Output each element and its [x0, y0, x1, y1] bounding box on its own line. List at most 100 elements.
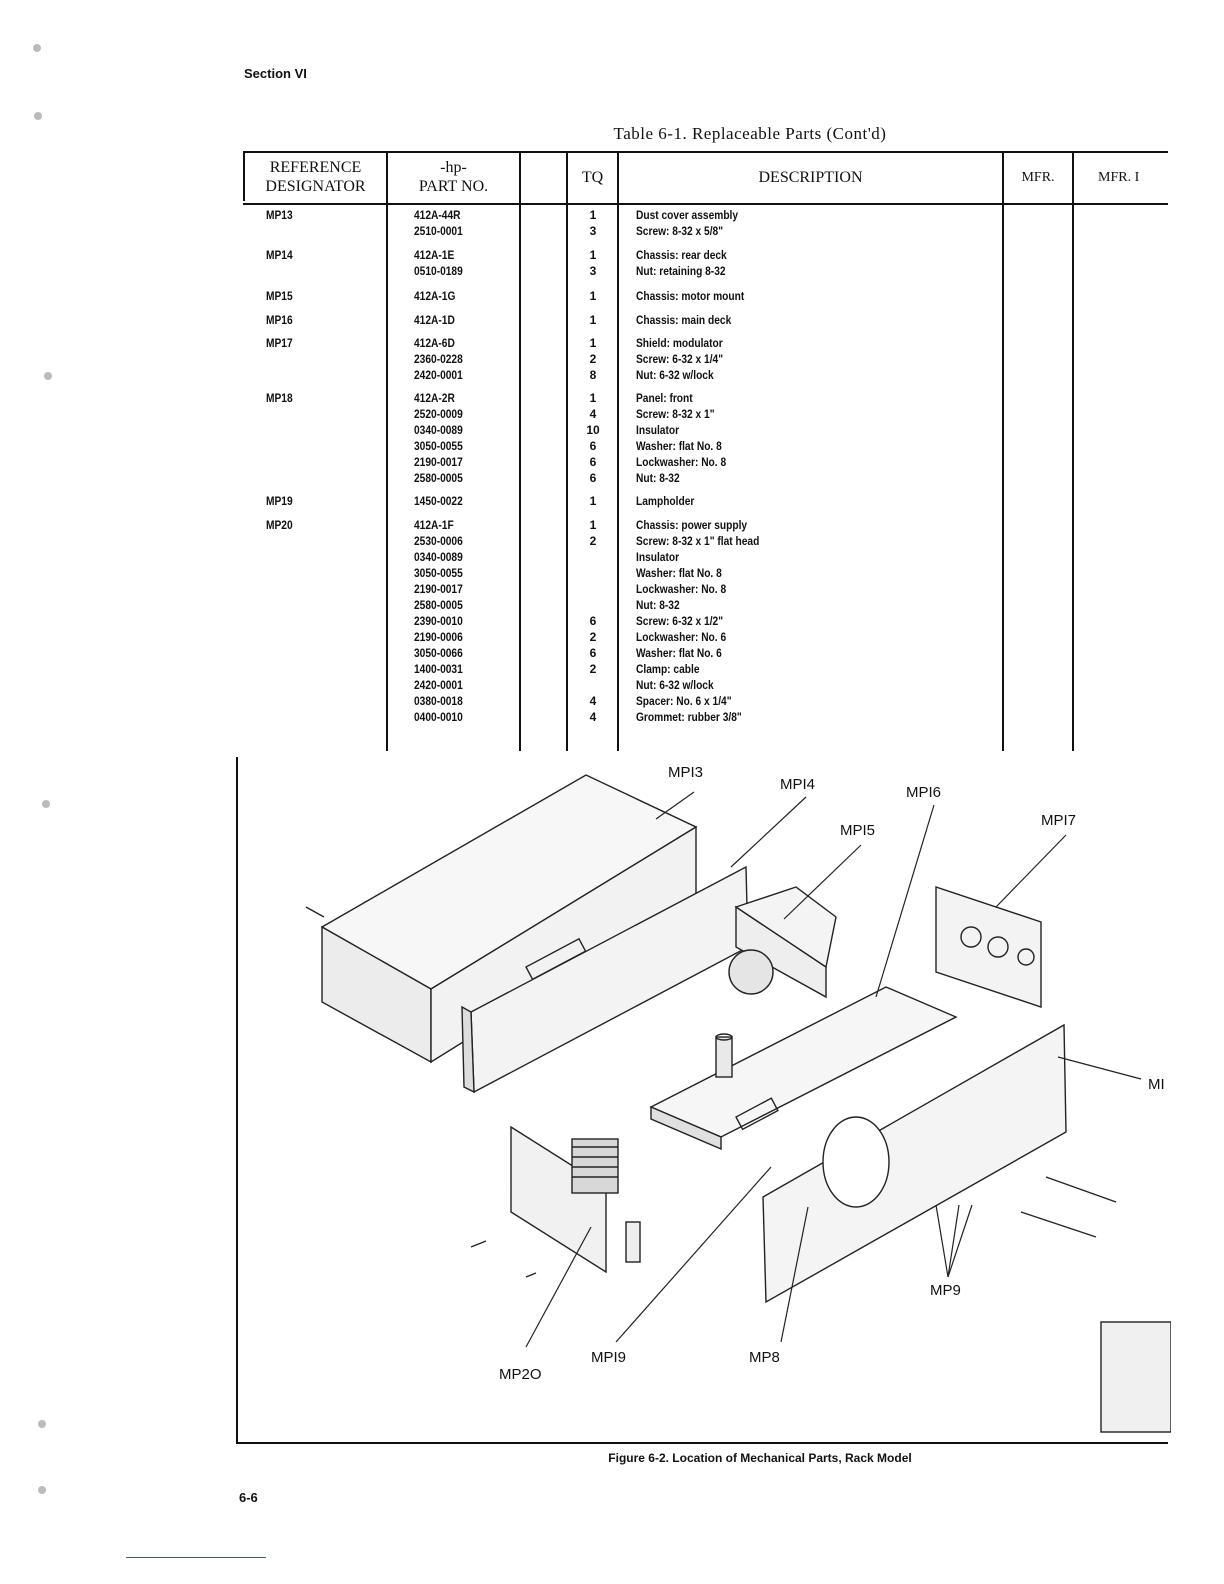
callout-mp19: MPI9: [591, 1349, 626, 1366]
cell-desc: Grommet: rubber 3/8": [636, 710, 742, 724]
cell-tq: 6: [589, 614, 597, 628]
exploded-view-figure: MPI3 MPI4 MPI5 MPI6 MPI7 MI MP9 MP8 MPI9…: [305, 764, 1171, 1433]
header-description: DESCRIPTION: [758, 168, 863, 186]
cell-tq: 6: [589, 471, 597, 485]
callout-mp20: MP2O: [499, 1366, 542, 1383]
cell-desc: Panel: front: [636, 391, 693, 405]
cell-ref: MP19: [266, 494, 293, 508]
cell-desc: Chassis: motor mount: [636, 289, 745, 303]
cell-part: 2580-0005: [414, 471, 463, 485]
cell-part: 2520-0009: [414, 407, 463, 421]
cell-desc: Nut: 8-32: [636, 598, 680, 612]
cell-part: 2420-0001: [414, 368, 463, 382]
table-header-row: [243, 151, 1168, 205]
cell-desc: Screw: 8-32 x 1": [636, 407, 715, 421]
cell-desc: Screw: 8-32 x 5/8": [636, 224, 724, 238]
cell-part: 2360-0228: [414, 352, 463, 366]
cell-tq: 1: [589, 336, 597, 350]
cell-part: 3050-0055: [414, 439, 463, 453]
cell-desc: Nut: 8-32: [636, 471, 680, 485]
cell-tq: 6: [589, 439, 597, 453]
cell-desc: Washer: flat No. 8: [636, 439, 722, 453]
hardware-drawing: [470, 1176, 1171, 1433]
cell-part: 1450-0022: [414, 494, 463, 508]
cell-desc: Washer: flat No. 6: [636, 646, 722, 660]
cell-part: 3050-0066: [414, 646, 463, 660]
figure-caption: Figure 6-2. Location of Mechanical Parts…: [608, 1451, 912, 1465]
cell-part: 2420-0001: [414, 678, 463, 692]
cell-tq: 2: [589, 630, 597, 644]
cell-part: 2390-0010: [414, 614, 463, 628]
cell-ref: MP14: [266, 248, 293, 262]
callout-mp9: MP9: [930, 1282, 961, 1299]
cell-part: 2530-0006: [414, 534, 463, 548]
callout-mp15: MPI5: [840, 822, 875, 839]
cell-tq: 1: [589, 313, 597, 327]
cell-part: 412A-1D: [414, 313, 455, 327]
cell-ref: MP17: [266, 336, 293, 350]
cell-tq: 2: [589, 662, 597, 676]
figure-border: [236, 1442, 1168, 1444]
binder-hole: [38, 1420, 46, 1428]
power-supply-drawing: [510, 1125, 641, 1274]
cell-tq: 1: [589, 518, 597, 532]
callout-mp18: MI: [1148, 1076, 1165, 1093]
cell-part: 2510-0001: [414, 224, 463, 238]
cell-ref: MP15: [266, 289, 293, 303]
cell-desc: Nut: retaining 8-32: [636, 264, 726, 278]
header-part-no: -hp-PART NO.: [418, 159, 489, 195]
cell-part: 0340-0089: [414, 423, 463, 437]
cell-tq: 1: [589, 208, 597, 222]
section-header: Section VI: [244, 66, 307, 81]
cell-tq: 4: [589, 710, 597, 724]
table-title: Table 6-1. Replaceable Parts (Cont'd): [613, 124, 887, 143]
header-mfr-part: MFR. I: [1098, 169, 1140, 185]
cell-tq: 2: [589, 352, 597, 366]
binder-hole: [34, 112, 42, 120]
cell-part: 2580-0005: [414, 598, 463, 612]
cell-desc: Shield: modulator: [636, 336, 723, 350]
cell-ref: MP13: [266, 208, 293, 222]
table-rule: [1072, 151, 1074, 751]
cell-part: 0510-0189: [414, 264, 463, 278]
cell-desc: Screw: 6-32 x 1/4": [636, 352, 724, 366]
header-tq: TQ: [581, 168, 604, 186]
binder-hole: [33, 44, 41, 52]
cell-desc: Chassis: power supply: [636, 518, 748, 532]
header-mfr: MFR.: [1021, 169, 1055, 185]
binder-hole: [44, 372, 52, 380]
cell-desc: Chassis: main deck: [636, 313, 732, 327]
leader-lines: [525, 791, 1142, 1348]
cell-part: 412A-6D: [414, 336, 455, 350]
cell-tq: 4: [589, 407, 597, 421]
cell-tq: 1: [589, 391, 597, 405]
cell-tq: 1: [589, 494, 597, 508]
cell-part: 2190-0017: [414, 582, 463, 596]
cell-tq: 8: [589, 368, 597, 382]
cell-desc: Dust cover assembly: [636, 208, 739, 222]
cell-part: 412A-1G: [414, 289, 456, 303]
table-rule: [1002, 151, 1004, 751]
cell-ref: MP16: [266, 313, 293, 327]
cell-desc: Lockwasher: No. 6: [636, 630, 727, 644]
cell-desc: Insulator: [636, 550, 680, 564]
cell-tq: 6: [589, 455, 597, 469]
cell-tq: 10: [586, 423, 600, 437]
cell-part: 0380-0018: [414, 694, 463, 708]
table-rule: [243, 151, 245, 201]
cell-tq: 6: [589, 646, 597, 660]
cell-desc: Lockwasher: No. 8: [636, 455, 727, 469]
cell-part: 412A-1E: [414, 248, 455, 262]
table-rule: [566, 151, 568, 751]
cell-desc: Clamp: cable: [636, 662, 700, 676]
table-rule: [617, 151, 619, 751]
cell-desc: Nut: 6-32 w/lock: [636, 368, 714, 382]
cell-tq: 1: [589, 289, 597, 303]
cell-tq: 2: [589, 534, 597, 548]
cell-part: 3050-0055: [414, 566, 463, 580]
cell-desc: Spacer: No. 6 x 1/4": [636, 694, 732, 708]
front-panel-drawing: [762, 1023, 1067, 1304]
callout-mp13: MPI3: [668, 764, 703, 781]
page-number: 6-6: [239, 1490, 258, 1505]
